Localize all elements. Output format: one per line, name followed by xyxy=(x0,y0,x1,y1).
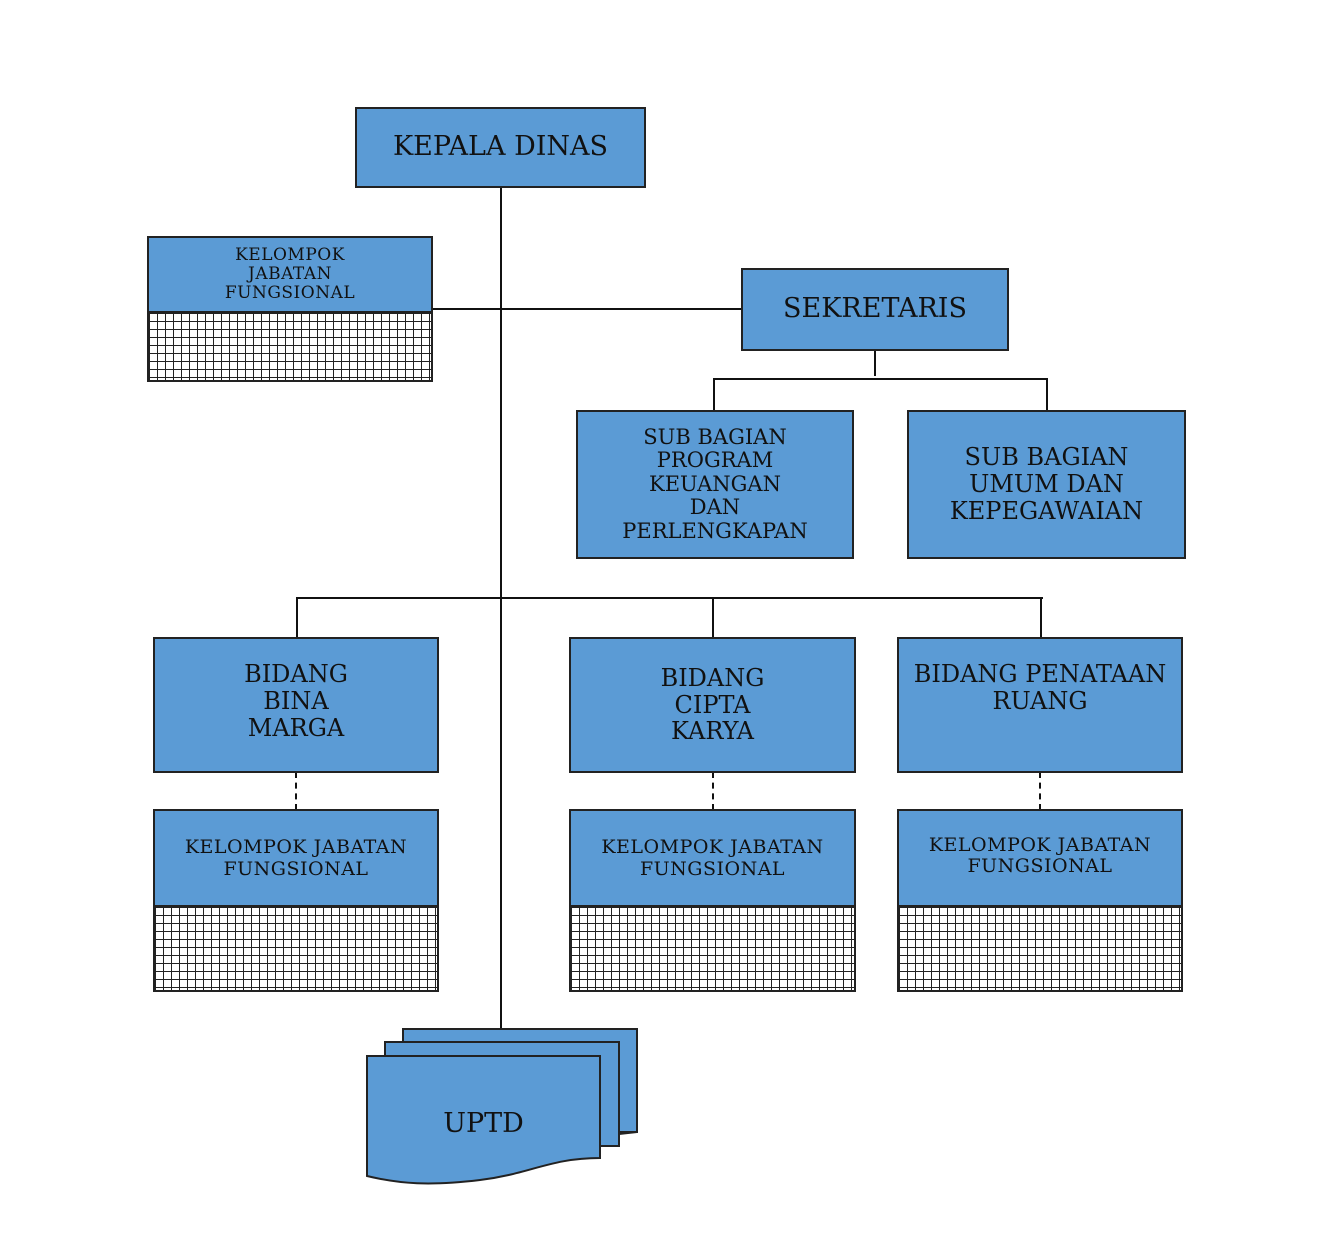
sub-bagian-program-label: SUB BAGIAN PROGRAM KEUANGAN DAN PERLENGK… xyxy=(622,424,808,543)
sekretaris-down-line xyxy=(874,348,876,376)
bidang-cipta-karya-label: BIDANG CIPTA KARYA xyxy=(660,663,765,746)
bidang-penataan-ruang-box: BIDANG PENATAAN RUANG xyxy=(897,637,1183,773)
kelompok-bina-marga-grid xyxy=(153,905,439,992)
bidang-right-drop xyxy=(1040,597,1042,639)
bidang-cipta-karya-box: BIDANG CIPTA KARYA xyxy=(569,637,856,773)
kelompok-top-grid xyxy=(147,311,433,382)
sub-bagian-program-box: SUB BAGIAN PROGRAM KEUANGAN DAN PERLENGK… xyxy=(576,410,854,559)
trunk-line xyxy=(500,186,502,1030)
sekretaris-label: SEKRETARIS xyxy=(783,293,967,325)
kelompok-penataan-ruang-grid xyxy=(897,905,1183,992)
kelompok-top-box: KELOMPOK JABATAN FUNGSIONAL xyxy=(147,236,433,313)
bidang-penataan-ruang-label: BIDANG PENATAAN RUANG xyxy=(913,660,1167,715)
bidang-left-drop xyxy=(296,597,298,639)
sekretaris-box: SEKRETARIS xyxy=(741,268,1009,351)
kelompok-cipta-karya-grid xyxy=(569,905,856,992)
kelompok-cipta-karya-box: KELOMPOK JABATAN FUNGSIONAL xyxy=(569,809,856,908)
kelompok-top-label: KELOMPOK JABATAN FUNGSIONAL xyxy=(224,244,357,304)
sub-bagian-umum-label: SUB BAGIAN UMUM DAN KEPEGAWAIAN xyxy=(949,443,1144,525)
kelompok-bina-marga-box: KELOMPOK JABATAN FUNGSIONAL xyxy=(153,809,439,908)
bidang-bina-marga-label: BIDANG BINA MARGA xyxy=(244,660,348,742)
kelompok-penataan-ruang-box: KELOMPOK JABATAN FUNGSIONAL xyxy=(897,809,1183,908)
sub-bagian-umum-box: SUB BAGIAN UMUM DAN KEPEGAWAIAN xyxy=(907,410,1186,559)
kelompok-cipta-karya-label: KELOMPOK JABATAN FUNGSIONAL xyxy=(601,836,824,880)
kelompok-bina-marga-label: KELOMPOK JABATAN FUNGSIONAL xyxy=(184,836,408,880)
bidang-mid-drop xyxy=(712,597,714,639)
uptd-label: UPTD xyxy=(443,1108,524,1139)
kepala-dinas-label: KEPALA DINAS xyxy=(392,131,608,163)
dashed-link-penataan-ruang xyxy=(1039,772,1041,810)
sub-bagian-left-drop xyxy=(713,378,715,412)
staff-line xyxy=(431,308,743,310)
dashed-link-cipta-karya xyxy=(712,772,714,810)
uptd-sheet-front xyxy=(366,1055,601,1185)
dashed-link-bina-marga xyxy=(295,772,297,810)
sub-bagian-right-drop xyxy=(1046,378,1048,412)
sub-bagian-bar xyxy=(713,378,1048,380)
kepala-dinas-box: KEPALA DINAS xyxy=(355,107,646,188)
uptd-shape xyxy=(366,1028,638,1185)
bidang-bar xyxy=(296,597,1043,599)
kelompok-penataan-ruang-label: KELOMPOK JABATAN FUNGSIONAL xyxy=(928,834,1152,878)
bidang-bina-marga-box: BIDANG BINA MARGA xyxy=(153,637,439,773)
